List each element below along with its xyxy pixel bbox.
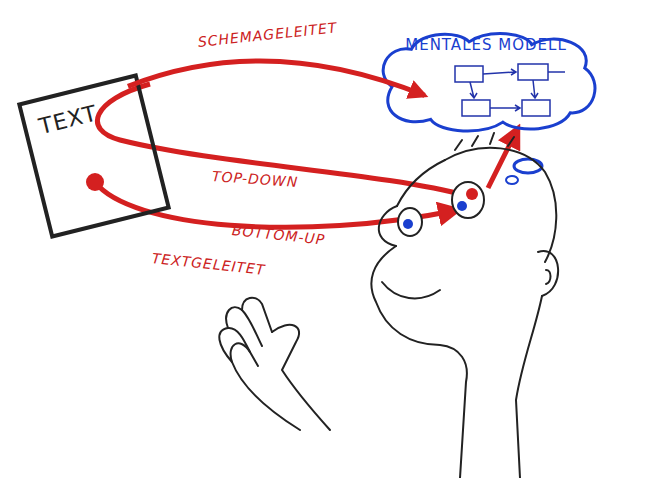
eye [398, 208, 422, 236]
text-dot [86, 173, 104, 191]
pupil [403, 219, 413, 229]
pupil [457, 201, 467, 211]
thought-bubble [506, 176, 518, 184]
arc-label: TOP-DOWN [211, 168, 298, 190]
eye-dot [466, 188, 478, 200]
thought-bubble [514, 159, 542, 173]
cloud-title: MENTALES MODELL [368, 36, 604, 54]
box-title: TEXT [36, 100, 100, 139]
arc-label: TEXTGELEITET [151, 250, 266, 278]
text-page-box: TEXT [17, 73, 171, 239]
top-down-arc [97, 84, 468, 196]
mental-model-cloud: MENTALES MODELL [368, 26, 604, 138]
schema-arc [128, 61, 425, 95]
edge-label: SCHEMAGELEITET [197, 19, 338, 50]
eye [452, 182, 484, 218]
model-boxes [455, 64, 565, 116]
